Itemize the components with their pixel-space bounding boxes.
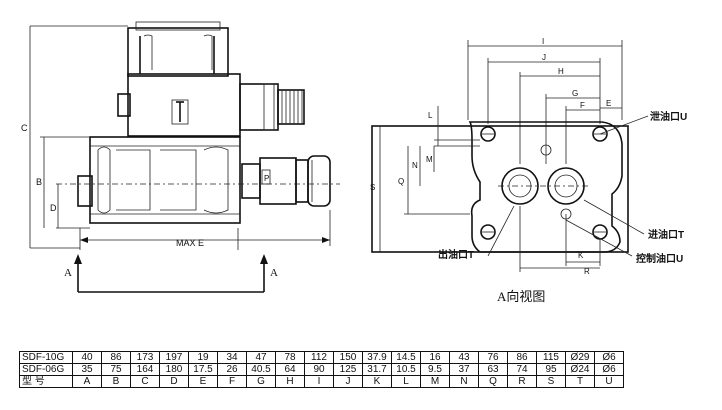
table-cell: L bbox=[391, 375, 421, 388]
table-cell: 9.5 bbox=[420, 363, 450, 376]
table-cell: I bbox=[304, 375, 334, 388]
table-cell: K bbox=[362, 375, 392, 388]
table-cell: 164 bbox=[130, 363, 160, 376]
table-cell: T bbox=[565, 375, 595, 388]
table-cell: Ø6 bbox=[594, 363, 624, 376]
table-cell: J bbox=[333, 375, 363, 388]
table-cell: 34 bbox=[217, 351, 247, 364]
table-cell: 63 bbox=[478, 363, 508, 376]
table-cell: 40.5 bbox=[246, 363, 276, 376]
table-cell: Ø24 bbox=[565, 363, 595, 376]
table-cell: S bbox=[536, 375, 566, 388]
table-cell: F bbox=[217, 375, 247, 388]
table-cell: 19 bbox=[188, 351, 218, 364]
dim-label-g: G bbox=[572, 89, 578, 98]
table-cell: H bbox=[275, 375, 305, 388]
dim-label-c: C bbox=[21, 123, 28, 133]
table-cell: 112 bbox=[304, 351, 334, 364]
table-cell: B bbox=[101, 375, 131, 388]
table-cell: D bbox=[159, 375, 189, 388]
callout-control-port-u: 控制油口U bbox=[636, 252, 683, 265]
dim-label-b: B bbox=[36, 177, 42, 187]
table-cell: 90 bbox=[304, 363, 334, 376]
dim-label-s: S bbox=[370, 183, 375, 192]
table-cell: 47 bbox=[246, 351, 276, 364]
table-cell: 150 bbox=[333, 351, 363, 364]
table-cell: 115 bbox=[536, 351, 566, 364]
table-cell: N bbox=[449, 375, 479, 388]
dim-label-h: H bbox=[558, 67, 564, 76]
dim-label-f: F bbox=[580, 101, 585, 110]
table-cell: U bbox=[594, 375, 624, 388]
table-cell: G bbox=[246, 375, 276, 388]
callout-drain-port-u: 泄油口U bbox=[650, 110, 687, 123]
dim-label-q: Q bbox=[398, 177, 404, 186]
side-view: C P bbox=[21, 21, 340, 293]
table-cell: 26 bbox=[217, 363, 247, 376]
dim-label-i: I bbox=[542, 37, 544, 46]
row-label: SDF-10G bbox=[19, 351, 73, 364]
table-cell: 17.5 bbox=[188, 363, 218, 376]
table-cell: 35 bbox=[72, 363, 102, 376]
table-cell: 37.9 bbox=[362, 351, 392, 364]
plan-view: I J H G F E L S Q N bbox=[370, 37, 649, 276]
table-cell: 40 bbox=[72, 351, 102, 364]
table-cell: 31.7 bbox=[362, 363, 392, 376]
table-cell: 10.5 bbox=[391, 363, 421, 376]
view-caption: A向视图 bbox=[497, 289, 546, 304]
dim-label-n: N bbox=[412, 161, 418, 170]
table-cell: 75 bbox=[101, 363, 131, 376]
table-cell: 16 bbox=[420, 351, 450, 364]
table-cell: A bbox=[72, 375, 102, 388]
dim-label-l: L bbox=[428, 111, 433, 120]
knob-label: P bbox=[264, 174, 269, 183]
table-cell: 173 bbox=[130, 351, 160, 364]
dim-label-j: J bbox=[542, 53, 546, 62]
dim-label-d: D bbox=[50, 203, 57, 213]
section-arrow-a-left: A bbox=[64, 267, 72, 279]
section-arrow-a-right: A bbox=[270, 267, 278, 279]
valve-dimension-drawing: C P bbox=[21, 21, 687, 293]
dim-label-max-e: MAX E bbox=[176, 238, 204, 248]
table-cell: 78 bbox=[275, 351, 305, 364]
table-cell: 37 bbox=[449, 363, 479, 376]
table-cell: 180 bbox=[159, 363, 189, 376]
table-cell: 86 bbox=[101, 351, 131, 364]
table-cell: 95 bbox=[536, 363, 566, 376]
callout-outlet-port-t: 出油口T bbox=[438, 248, 474, 261]
table-cell: 76 bbox=[478, 351, 508, 364]
dim-label-r: R bbox=[584, 267, 590, 276]
table-cell: Q bbox=[478, 375, 508, 388]
table-cell: E bbox=[188, 375, 218, 388]
table-cell: 197 bbox=[159, 351, 189, 364]
row-label: 型 号 bbox=[19, 375, 73, 388]
dim-label-m: M bbox=[426, 155, 433, 164]
callout-inlet-port-t: 进油口T bbox=[648, 228, 684, 241]
dim-label-k: K bbox=[578, 251, 584, 260]
row-label: SDF-06G bbox=[19, 363, 73, 376]
table-cell: C bbox=[130, 375, 160, 388]
table-cell: 86 bbox=[507, 351, 537, 364]
table-cell: 64 bbox=[275, 363, 305, 376]
dim-label-e: E bbox=[606, 99, 611, 108]
table-cell: 125 bbox=[333, 363, 363, 376]
table-cell: R bbox=[507, 375, 537, 388]
table-cell: Ø6 bbox=[594, 351, 624, 364]
table-cell: 14.5 bbox=[391, 351, 421, 364]
table-cell: 43 bbox=[449, 351, 479, 364]
table-cell: Ø29 bbox=[565, 351, 595, 364]
table-cell: 74 bbox=[507, 363, 537, 376]
table-cell: M bbox=[420, 375, 450, 388]
